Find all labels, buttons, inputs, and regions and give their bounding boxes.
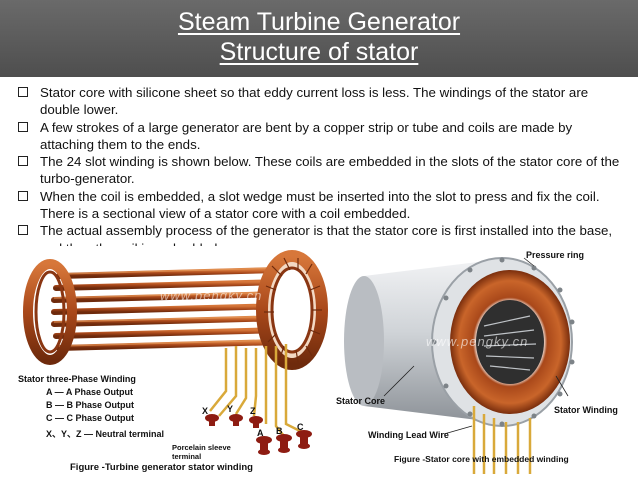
stator-core-illustration (344, 257, 575, 474)
title-bar: Steam Turbine Generator Structure of sta… (0, 0, 638, 77)
bullet-item: When the coil is embedded, a slot wedge … (18, 188, 626, 223)
terminal-a-label: A (257, 428, 264, 438)
terminal-z-label: Z (250, 406, 256, 416)
legend-neutral: X、Y、Z — Neutral terminal (46, 429, 165, 439)
checkbox-bullet-icon (18, 121, 28, 132)
stator-winding-illustration (14, 246, 334, 455)
page-title: Steam Turbine Generator (177, 8, 461, 36)
winding-lead-wire-label: Winding Lead Wire (368, 430, 449, 440)
watermark-left: www.pengky.cn (160, 288, 263, 303)
legend-c-phase: C — C Phase Output (46, 413, 135, 423)
legend-b-phase: B — B Phase Output (46, 400, 135, 410)
checkbox-bullet-icon (18, 87, 28, 97)
bullet-item: Stator core with silicone sheet so that … (18, 84, 626, 119)
checkbox-bullet-icon (18, 225, 28, 236)
pressure-ring-label: Pressure ring (526, 250, 585, 260)
terminal-c-label: C (297, 422, 304, 432)
terminal-b-label: B (276, 426, 283, 436)
checkbox-bullet-icon (18, 190, 28, 201)
legend-a-phase: A — A Phase Output (46, 387, 134, 397)
page-subtitle: Structure of stator (219, 38, 419, 66)
winding-title-label: Stator three-Phase Winding (18, 374, 136, 384)
bullet-item: A few strokes of a large generator are b… (18, 119, 626, 154)
stator-winding-label: Stator Winding (554, 405, 618, 415)
watermark-right: www.pengky.cn (426, 334, 529, 349)
terminal-y-label: Y (227, 404, 234, 414)
terminal-x-label: X (202, 406, 209, 416)
porcelain-sleeve-label: Porcelain sleeve terminal (172, 443, 231, 461)
figure-area: www.pengky.cn Stator three-Phase Winding… (14, 246, 624, 474)
checkbox-bullet-icon (18, 156, 28, 167)
bullet-list: Stator core with silicone sheet so that … (18, 84, 626, 257)
figure-right-caption: Figure -Stator core with embedded windin… (394, 454, 569, 464)
figure-left-caption: Figure -Turbine generator stator winding (70, 462, 253, 473)
stator-core-label: Stator Core (336, 396, 386, 406)
bullet-item: The 24 slot winding is shown below. Thes… (18, 153, 626, 188)
